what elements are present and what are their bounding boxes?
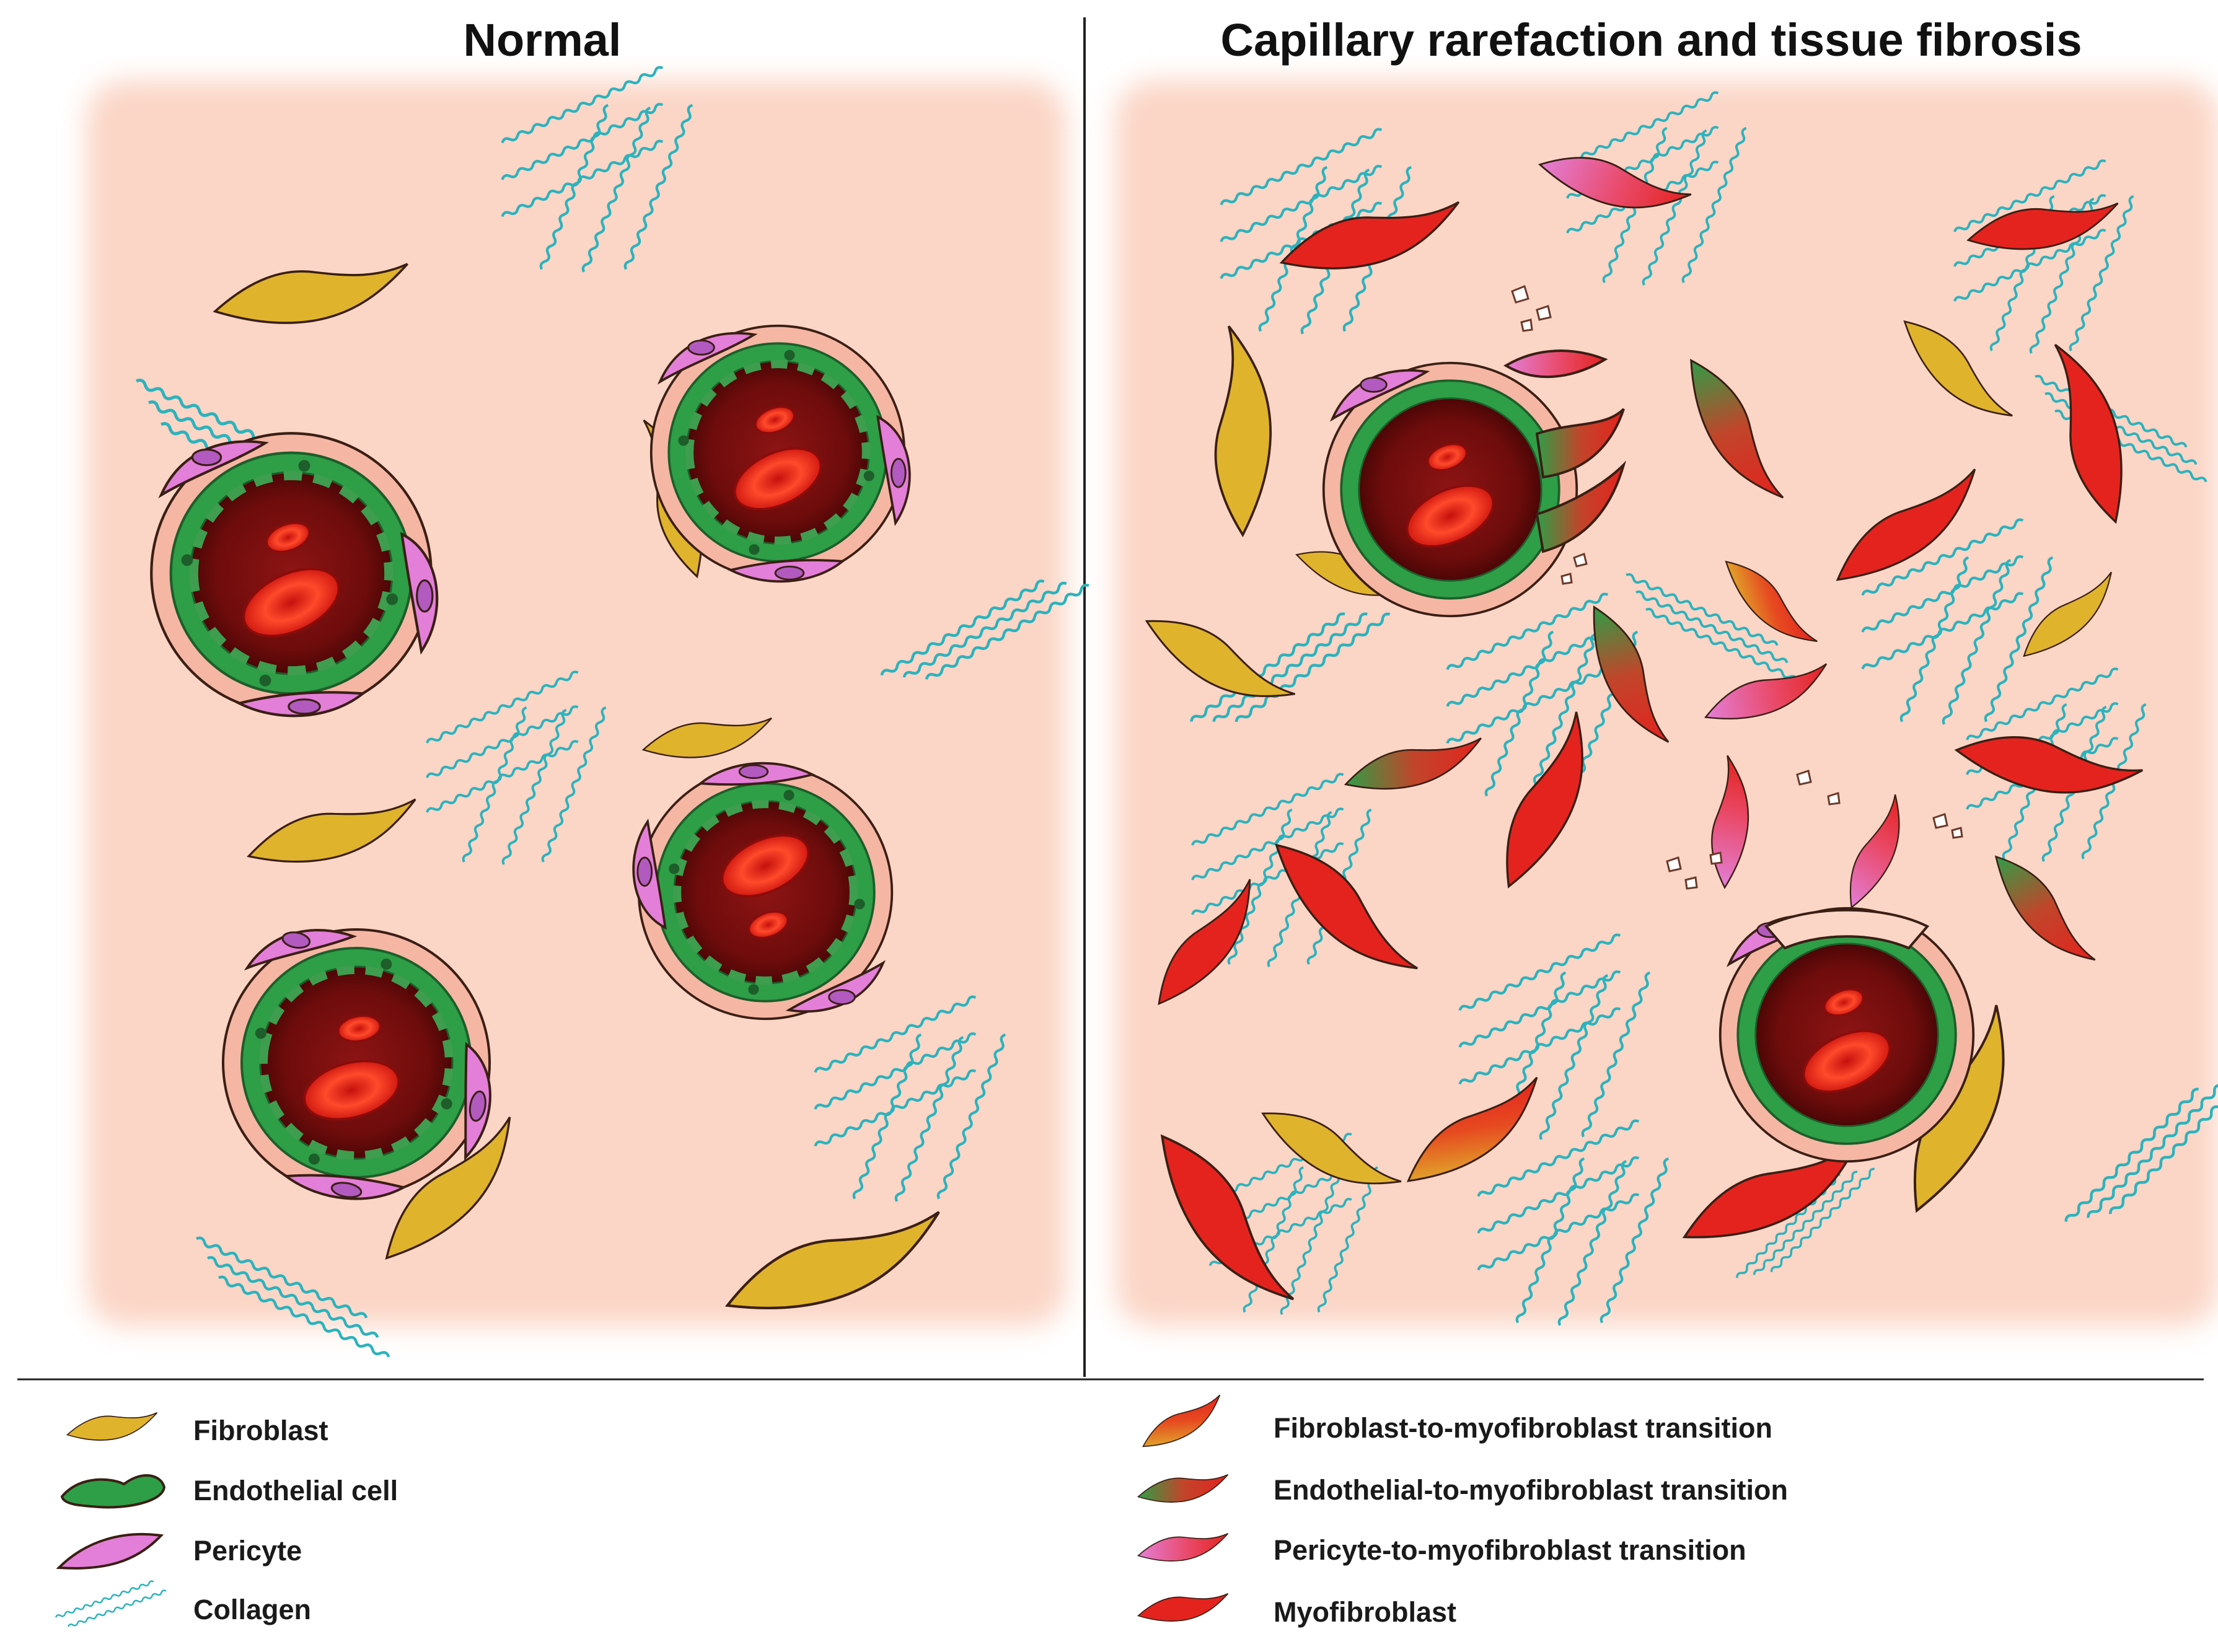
damaged-capillary — [1719, 907, 1975, 1163]
legend-label-pericyte-to-myofibroblast: Pericyte-to-myofibroblast transition — [1274, 1534, 1746, 1566]
legend-label-myofibroblast: Myofibroblast — [1274, 1596, 1457, 1628]
damaged-capillary — [1322, 361, 1578, 618]
legend-label-fibroblast: Fibroblast — [193, 1415, 328, 1446]
legend-label-collagen: Collagen — [193, 1594, 312, 1625]
panel-title-fibrosis: Capillary rarefaction and tissue fibrosi… — [1220, 14, 2082, 66]
vessel-rupture — [1764, 908, 1930, 950]
endothelial-to-myofibroblast-cell — [1535, 408, 1625, 479]
fibrosis-panel — [1134, 91, 2218, 1327]
legend-label-fibroblast-to-myofibroblast: Fibroblast-to-myofibroblast transition — [1274, 1412, 1772, 1444]
pericyte-icon — [56, 1533, 164, 1570]
pericyte-to-myofibroblast-cell — [1503, 349, 1608, 379]
endothelial-to-myofibroblast-cell — [1535, 460, 1627, 553]
legend-label-endothelial-cell: Endothelial cell — [193, 1475, 398, 1506]
panel-title-normal: Normal — [463, 14, 622, 66]
endothelial-cell-icon — [60, 1474, 166, 1509]
cell-debris — [1511, 284, 1963, 890]
legend — [54, 1394, 1230, 1629]
legend-label-pericyte: Pericyte — [193, 1535, 302, 1566]
legend-label-endothelial-to-myofibroblast: Endothelial-to-myofibroblast transition — [1274, 1474, 1788, 1506]
